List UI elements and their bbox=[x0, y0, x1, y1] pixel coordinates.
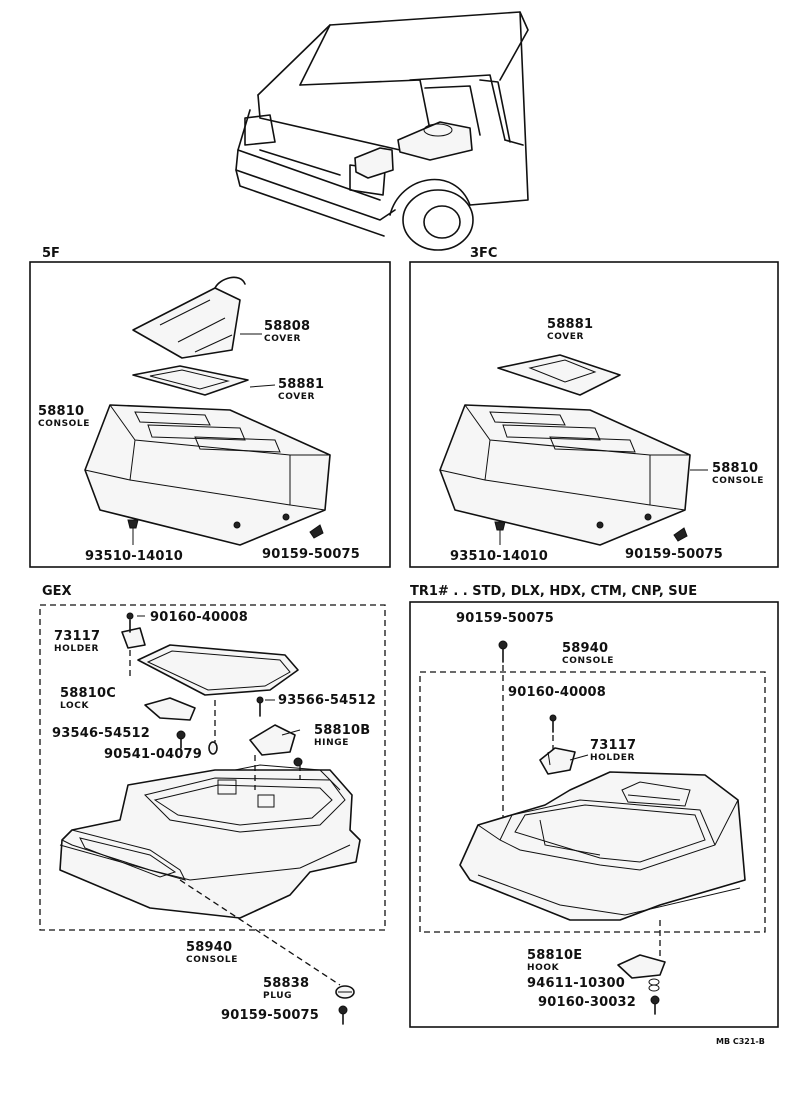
3fc-screw-left bbox=[494, 521, 506, 545]
gex-holder-name: HOLDER bbox=[54, 644, 100, 654]
3fc-console bbox=[439, 404, 691, 546]
gex-lock-name: LOCK bbox=[60, 701, 90, 711]
tr1-hook-name: HOOK bbox=[527, 963, 560, 973]
5f-cover-58881-number: 58881 bbox=[278, 377, 325, 392]
section-5f-title: 5F bbox=[42, 246, 60, 261]
tr1-holder-name: HOLDER bbox=[590, 753, 636, 763]
5f-console bbox=[84, 404, 331, 546]
gex-pin-number: 90541-04079 bbox=[104, 747, 203, 762]
tr1-holder bbox=[539, 747, 576, 775]
section-5f-frame bbox=[29, 261, 391, 568]
gex-holder-number: 73117 bbox=[54, 629, 101, 644]
gex-lock-number: 58810C bbox=[60, 686, 116, 701]
3fc-cover-number: 58881 bbox=[547, 317, 594, 332]
tr1-bottom-bolt bbox=[650, 995, 660, 1015]
5f-cover-58808-name: COVER bbox=[264, 334, 302, 344]
gex-console-number: 58940 bbox=[186, 940, 233, 955]
tr1-console-name: CONSOLE bbox=[562, 656, 615, 666]
5f-screw-b-number: 90159-50075 bbox=[262, 547, 361, 562]
gex-hinge bbox=[249, 696, 296, 756]
section-gex-dashed-frame bbox=[39, 604, 386, 931]
5f-cover-58808-number: 58808 bbox=[264, 319, 311, 334]
gex-dashed-leader-lines bbox=[129, 650, 341, 986]
gex-screw-right-number: 93566-54512 bbox=[278, 693, 377, 708]
section-3fc-frame bbox=[409, 261, 779, 568]
gex-small-screws bbox=[176, 730, 303, 767]
5f-cover-58881-name: COVER bbox=[278, 392, 316, 402]
3fc-screw-a-number: 93510-14010 bbox=[450, 549, 549, 564]
3fc-cover-plate bbox=[497, 354, 621, 396]
section-tr1-dashed-frame bbox=[419, 671, 766, 933]
section-tr1-title: TR1# . . STD, DLX, HDX, CTM, CNP, SUE bbox=[410, 584, 698, 599]
tr1-screw-top-number: 90159-50075 bbox=[456, 611, 555, 626]
tr1-console bbox=[459, 771, 746, 921]
gex-console-name: CONSOLE bbox=[186, 955, 239, 965]
3fc-screw-b-number: 90159-50075 bbox=[625, 547, 724, 562]
gex-bolt-top-number: 90160-40008 bbox=[150, 610, 249, 625]
3fc-console-number: 58810 bbox=[712, 461, 759, 476]
section-tr1-frame bbox=[409, 601, 779, 1028]
gex-hinge-name: HINGE bbox=[314, 738, 349, 748]
5f-screw-a-number: 93510-14010 bbox=[85, 549, 184, 564]
gex-plug-name: PLUG bbox=[263, 991, 293, 1001]
gex-lock bbox=[144, 697, 196, 721]
5f-cover-plate bbox=[132, 365, 249, 396]
gex-hinge-number: 58810B bbox=[314, 723, 371, 738]
3fc-screw-right bbox=[673, 527, 688, 542]
tr1-top-screw bbox=[498, 640, 508, 663]
gex-console bbox=[59, 764, 361, 919]
tr1-hook bbox=[617, 954, 666, 979]
tr1-holder-number: 73117 bbox=[590, 738, 637, 753]
tr1-hook-number: 58810E bbox=[527, 948, 583, 963]
tr1-washer bbox=[648, 978, 660, 992]
5f-screw-left bbox=[127, 519, 139, 545]
vehicle-illustration bbox=[235, 11, 529, 251]
gex-screw-bottom-number: 90159-50075 bbox=[221, 1008, 320, 1023]
gex-plug-number: 58838 bbox=[263, 976, 310, 991]
gex-bottom-screw bbox=[338, 1005, 348, 1025]
gex-screw-left-number: 93546-54512 bbox=[52, 726, 151, 741]
tr1-bolt-bottom-number: 90160-30032 bbox=[538, 995, 637, 1010]
tr1-washer-number: 94611-10300 bbox=[527, 976, 626, 991]
tr1-bolt bbox=[549, 714, 557, 733]
3fc-cover-name: COVER bbox=[547, 332, 585, 342]
tr1-console-number: 58940 bbox=[562, 641, 609, 656]
5f-console-name: CONSOLE bbox=[38, 419, 91, 429]
tr1-bolt-number: 90160-40008 bbox=[508, 685, 607, 700]
3fc-console-name: CONSOLE bbox=[712, 476, 765, 486]
section-gex-title: GEX bbox=[42, 584, 72, 599]
5f-shift-boot-cover bbox=[132, 276, 246, 359]
gex-plug bbox=[335, 985, 355, 999]
gex-lid bbox=[137, 644, 299, 696]
5f-console-number: 58810 bbox=[38, 404, 85, 419]
5f-screw-right bbox=[309, 524, 324, 539]
footer-code: MB C321-B bbox=[716, 1037, 765, 1046]
section-3fc-title: 3FC bbox=[470, 246, 498, 261]
gex-holder bbox=[121, 612, 146, 649]
